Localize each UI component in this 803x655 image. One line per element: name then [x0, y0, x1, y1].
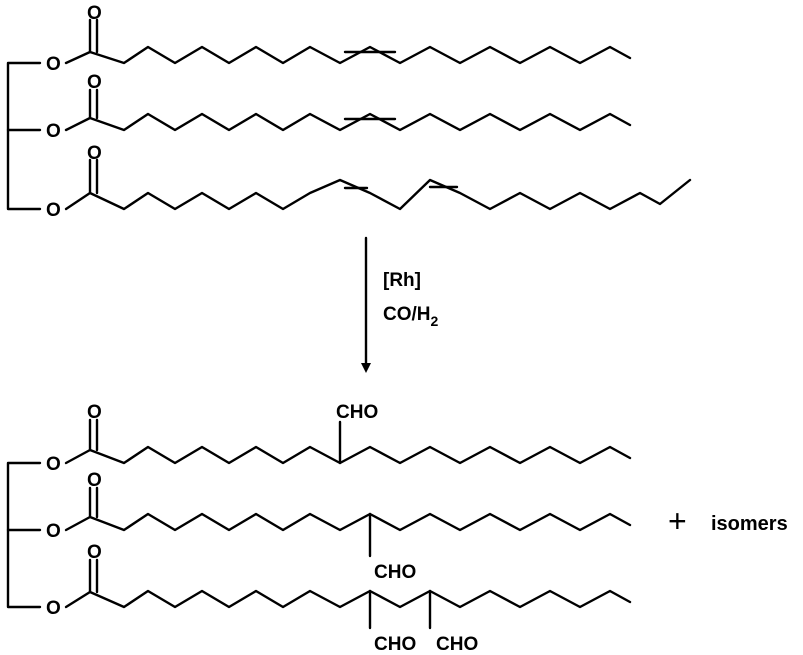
gas-label: CO/H2	[383, 304, 439, 329]
oxygen-carbonyl-p3: O	[87, 542, 102, 563]
oxygen-ester-2: O	[46, 121, 61, 142]
oxygen-carbonyl-3: O	[87, 143, 102, 164]
oxygen-carbonyl-p1: O	[87, 402, 102, 423]
oxygen-ester-p1: O	[46, 454, 61, 475]
aldehyde-label-2: CHO	[374, 562, 416, 583]
reaction-arrow-group: [Rh] CO/H2	[361, 236, 439, 373]
oxygen-ester-p2: O	[46, 521, 61, 542]
aldehyde-label-3a: CHO	[374, 634, 416, 655]
chain-2-oleate: O O	[46, 72, 632, 142]
oxygen-ester-3: O	[46, 200, 61, 221]
catalyst-label: [Rh]	[383, 270, 421, 291]
oxygen-ester-p3: O	[46, 598, 61, 619]
product-chain-3: O O CHO CHO	[46, 542, 632, 655]
product-hydroformylated-triglyceride: O O CHO O O CHO O O CHO CHO	[6, 402, 632, 655]
oxygen-carbonyl-p2: O	[87, 470, 102, 491]
chain-1-oleate: O O	[46, 3, 632, 75]
plus-sign: +	[668, 503, 687, 539]
oxygen-carbonyl-1: O	[87, 3, 102, 24]
oxygen-carbonyl-2: O	[87, 72, 102, 93]
product-glycerol-backbone	[6, 461, 42, 609]
chain-3-linoleate: O O	[46, 143, 692, 221]
product-chain-1: O O CHO	[46, 402, 632, 475]
glycerol-backbone	[6, 61, 42, 211]
aldehyde-label-3b: CHO	[436, 634, 478, 655]
reactant-triglyceride: O O O O O O	[6, 3, 692, 221]
aldehyde-label-1: CHO	[336, 402, 378, 423]
oxygen-ester-1: O	[46, 54, 61, 75]
isomers-label: isomers	[711, 513, 788, 535]
product-chain-2: O O CHO	[46, 470, 632, 583]
